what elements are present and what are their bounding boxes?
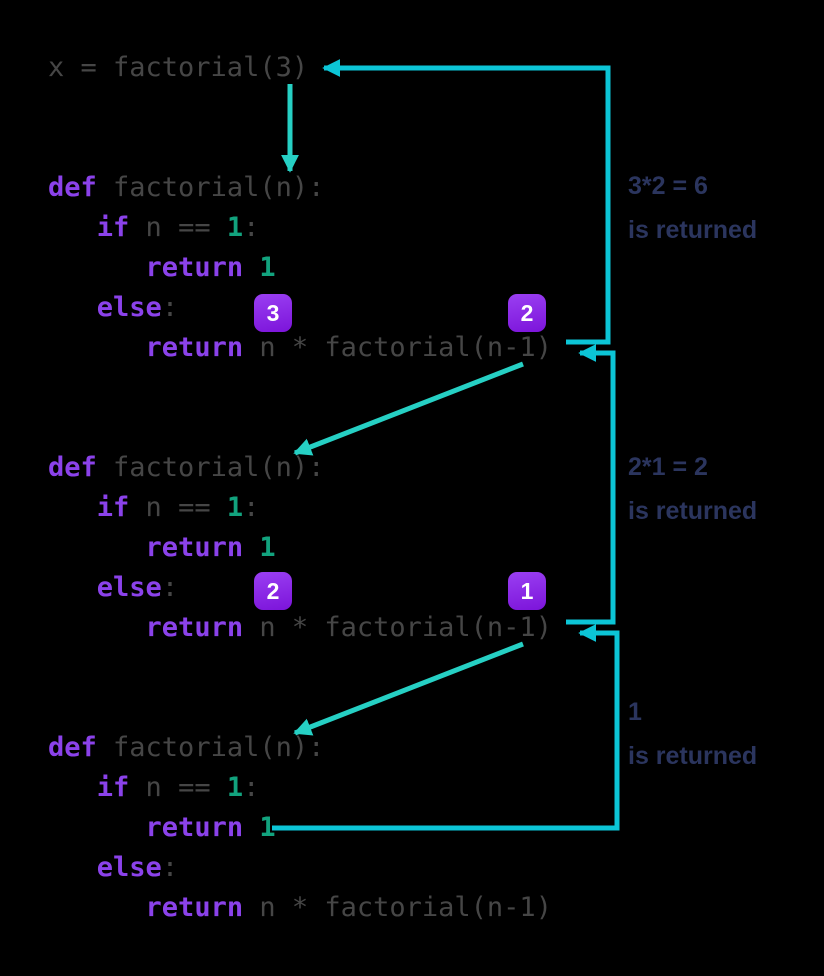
code-token bbox=[48, 572, 97, 603]
code-token bbox=[48, 292, 97, 323]
code-token bbox=[48, 892, 146, 923]
code-line: def factorial(n): bbox=[48, 728, 552, 768]
code-token: n * factorial(n-1) bbox=[243, 892, 552, 923]
code-line: return n * factorial(n-1) bbox=[48, 888, 552, 928]
code-token bbox=[48, 532, 146, 563]
keyword-token: else bbox=[96, 292, 162, 323]
keyword-token: return bbox=[145, 812, 244, 843]
code-line: if n == 1: bbox=[48, 208, 552, 248]
code-token: n == bbox=[129, 492, 227, 523]
code-token bbox=[48, 612, 146, 643]
return-arrow-block2-to-block1 bbox=[566, 344, 616, 625]
call-arg-badge-block1: 2 bbox=[508, 294, 546, 332]
keyword-token: else bbox=[96, 572, 162, 603]
code-token: : bbox=[243, 212, 260, 243]
code-line: def factorial(n): bbox=[48, 448, 552, 488]
call-arrow-block2-to-block3 bbox=[293, 641, 524, 736]
call-arrow-block1-to-block2 bbox=[293, 361, 524, 456]
code-line: return n * factorial(n-1) bbox=[48, 328, 552, 368]
annotation-label: is returned bbox=[628, 742, 758, 770]
code-function-block-1: def factorial(n): if n == 1: return 1 el… bbox=[48, 168, 552, 368]
code-line: else: bbox=[48, 848, 552, 888]
keyword-token: if bbox=[96, 772, 130, 803]
code-token: n == bbox=[129, 212, 227, 243]
code-function-block-2: def factorial(n): if n == 1: return 1 el… bbox=[48, 448, 552, 648]
code-token: : bbox=[243, 492, 260, 523]
code-token: factorial(n): bbox=[96, 732, 325, 763]
keyword-token: def bbox=[48, 172, 97, 203]
code-function-block-3: def factorial(n): if n == 1: return 1 el… bbox=[48, 728, 552, 928]
number-token: 1 bbox=[226, 212, 244, 243]
code-token bbox=[243, 252, 259, 283]
number-token: 1 bbox=[226, 492, 244, 523]
annotation-result: 2*1 = 2 bbox=[628, 453, 708, 481]
code-token bbox=[48, 332, 146, 363]
annotation-return-1: 3*2 = 6 is returned bbox=[628, 164, 757, 252]
code-token: factorial(n): bbox=[96, 452, 325, 483]
code-token bbox=[48, 812, 146, 843]
code-line: else: bbox=[48, 288, 552, 328]
code-token bbox=[48, 252, 146, 283]
keyword-token: if bbox=[96, 492, 130, 523]
n-value-badge-block1: 3 bbox=[254, 294, 292, 332]
keyword-token: if bbox=[96, 212, 130, 243]
code-token: n * factorial(n-1) bbox=[243, 332, 552, 363]
code-token bbox=[48, 492, 97, 523]
keyword-token: return bbox=[145, 612, 244, 643]
code-token bbox=[48, 212, 97, 243]
code-line: return n * factorial(n-1) bbox=[48, 608, 552, 648]
code-token bbox=[48, 852, 97, 883]
code-line: return 1 bbox=[48, 528, 552, 568]
code-line: return 1 bbox=[48, 808, 552, 848]
number-token: 1 bbox=[259, 532, 276, 563]
keyword-token: def bbox=[48, 732, 97, 763]
number-token: 1 bbox=[226, 772, 244, 803]
code-token: : bbox=[161, 852, 179, 883]
code-token: : bbox=[161, 292, 179, 323]
number-token: 1 bbox=[259, 252, 276, 283]
code-line: def factorial(n): bbox=[48, 168, 552, 208]
keyword-token: return bbox=[145, 332, 244, 363]
annotation-return-2: 2*1 = 2 is returned bbox=[628, 445, 757, 533]
code-line: else: bbox=[48, 568, 552, 608]
code-line: if n == 1: bbox=[48, 488, 552, 528]
keyword-token: return bbox=[145, 892, 244, 923]
code-line: if n == 1: bbox=[48, 768, 552, 808]
keyword-token: return bbox=[145, 532, 244, 563]
call-arg-badge-block2: 1 bbox=[508, 572, 546, 610]
keyword-token: return bbox=[145, 252, 244, 283]
n-value-badge-block2: 2 bbox=[254, 572, 292, 610]
code-token bbox=[243, 812, 259, 843]
annotation-return-3: 1 is returned bbox=[628, 690, 757, 778]
code-token: : bbox=[243, 772, 260, 803]
code-line: x = factorial(3) bbox=[48, 48, 308, 88]
code-token bbox=[48, 772, 97, 803]
annotation-label: is returned bbox=[628, 497, 758, 525]
code-token: n == bbox=[129, 772, 227, 803]
annotation-label: is returned bbox=[628, 216, 758, 244]
code-token bbox=[243, 532, 259, 563]
number-token: 1 bbox=[259, 812, 276, 843]
code-token: n * factorial(n-1) bbox=[243, 612, 552, 643]
code-token: : bbox=[161, 572, 179, 603]
annotation-result: 1 bbox=[628, 698, 642, 726]
code-token: x = factorial(3) bbox=[48, 52, 309, 83]
code-token: factorial(n): bbox=[96, 172, 325, 203]
annotation-result: 3*2 = 6 bbox=[628, 172, 708, 200]
keyword-token: def bbox=[48, 452, 97, 483]
code-main-call: x = factorial(3) bbox=[48, 48, 308, 88]
keyword-token: else bbox=[96, 852, 162, 883]
code-line: return 1 bbox=[48, 248, 552, 288]
